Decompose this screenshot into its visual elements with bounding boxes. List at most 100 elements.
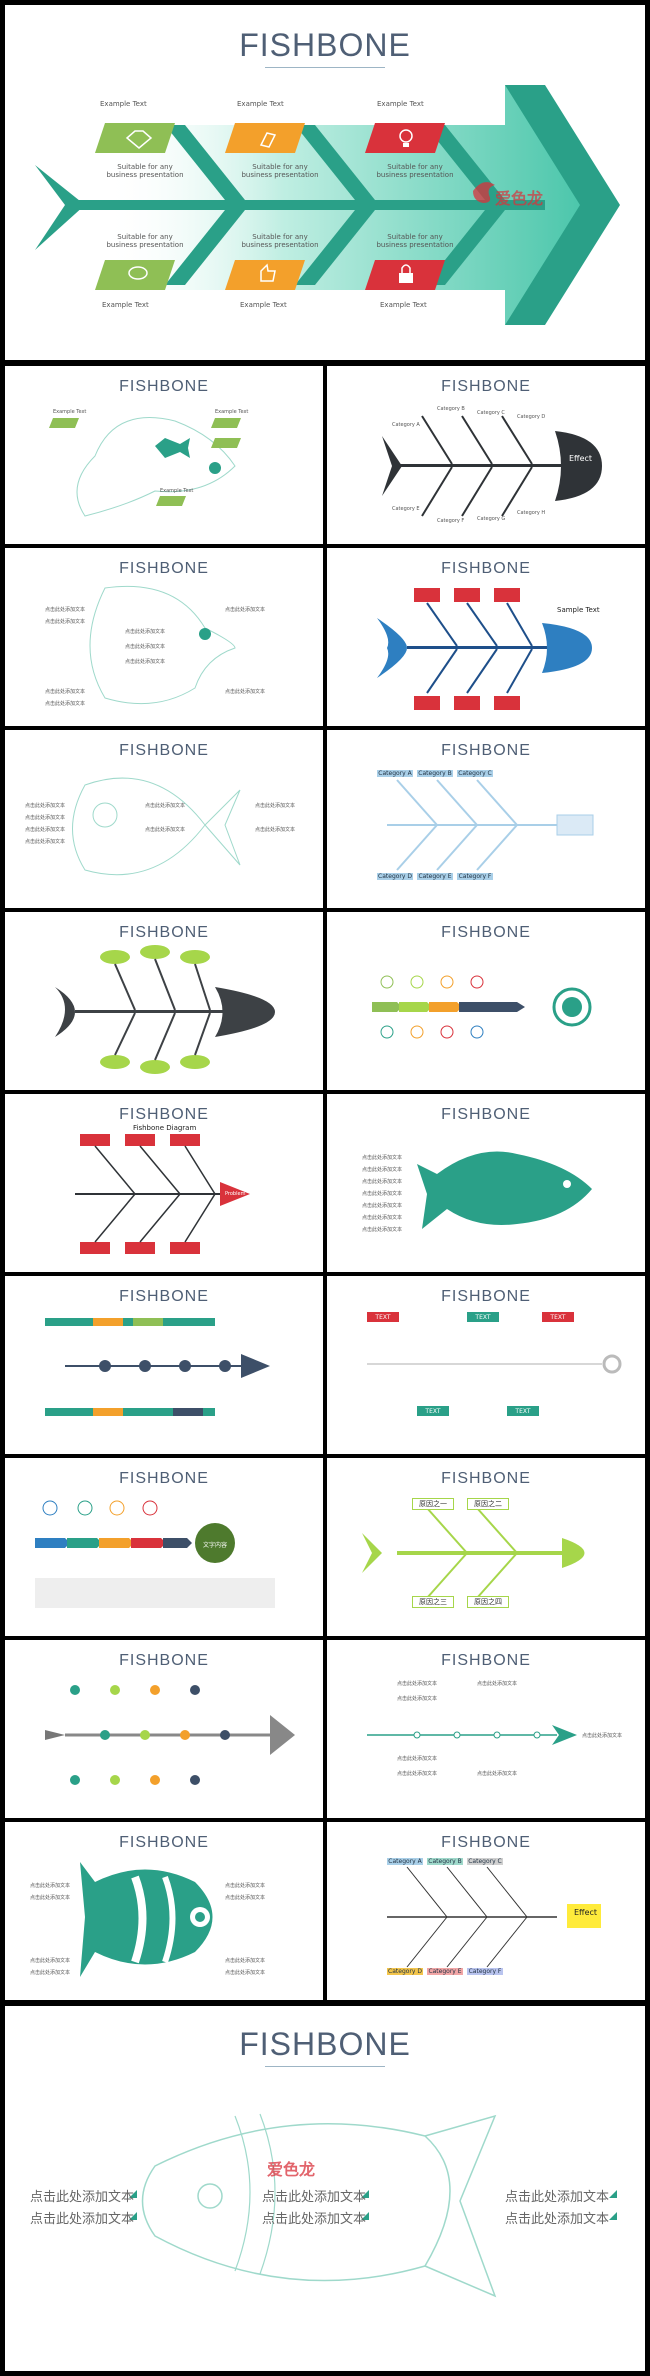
- desc-2: Suitable for any business presentation: [241, 163, 319, 179]
- title-underline: [265, 2066, 385, 2067]
- fish-outline-graphic: [49, 417, 241, 517]
- cn-text: 点击此处添加文本: [362, 1227, 403, 1233]
- fish-solid-graphic: [80, 1862, 213, 1977]
- slide-7: FISHBONE Category A Category B Category …: [327, 730, 645, 908]
- fishbone-category-graphic: [387, 1866, 601, 1968]
- slide-title: FISHBONE: [441, 378, 531, 395]
- cn-text: 点击此处添加文本: [25, 827, 66, 833]
- slide-title: FISHBONE: [441, 742, 531, 759]
- cn-text: 点击此处添加文本: [397, 1756, 438, 1762]
- arrow-line-graphic: [367, 1725, 577, 1745]
- category-box: Category B: [427, 1858, 463, 1865]
- cn-text: 点击此处添加文本: [397, 1681, 438, 1687]
- category-box: Category A: [387, 1858, 423, 1865]
- bottom-label-1: Example Text: [102, 301, 149, 309]
- cn-text: 点击此处添加文本: [362, 1167, 403, 1173]
- cn-text: 点击此处添加文本: [45, 607, 86, 613]
- problem-label: Problem: [225, 1191, 246, 1197]
- cn-text: 点击此处添加文本: [45, 701, 86, 707]
- cn-text: 点击此处添加文本: [25, 803, 66, 809]
- category-box: Category E: [427, 1968, 463, 1975]
- category-box: Category C: [467, 1858, 503, 1865]
- watermark-logo: 爱色龙: [495, 189, 544, 208]
- bottom-label-2: Example Text: [240, 301, 287, 309]
- slide-title: FISHBONE: [441, 924, 531, 941]
- top-label-1: Example Text: [100, 100, 147, 108]
- category-box: Category A: [377, 770, 413, 777]
- slide-16: FISHBONE: [5, 1640, 323, 1818]
- cn-text-mid-2: 点击此处添加文本: [262, 2212, 367, 2227]
- cn-text: 点击此处添加文本: [362, 1155, 403, 1161]
- cn-text: 点击此处添加文本: [45, 689, 86, 695]
- cn-text: 点击此处添加文本: [362, 1191, 403, 1197]
- cn-text: 点击此处添加文本: [25, 815, 66, 821]
- cn-text: 点击此处添加文本: [30, 1958, 71, 1964]
- slide-9: FISHBONE: [327, 912, 645, 1090]
- arrow-steps-graphic: [35, 1500, 275, 1608]
- desc-6: Suitable for any business presentation: [376, 233, 454, 249]
- cn-text: 点击此处添加文本: [125, 659, 166, 665]
- category-label: Category F: [437, 518, 465, 524]
- fishbone-dots-graphic: [45, 1685, 295, 1785]
- desc-3: Suitable for any business presentation: [376, 163, 454, 179]
- cn-text: 点击此处添加文本: [225, 1970, 266, 1976]
- slide-11: FISHBONE 点击此处添加文本 点击此处添加文本 点击此处添加文本 点击此处…: [327, 1094, 645, 1272]
- example-text: Example Text: [160, 488, 194, 494]
- category-box: Category D: [387, 1968, 423, 1975]
- cn-text: 点击此处添加文本: [255, 803, 296, 809]
- fish-outline-graphic: [89, 585, 236, 705]
- cn-text-left-2: 点击此处添加文本: [30, 2212, 135, 2227]
- slide-4: FISHBONE 点击此处添加文本 点击此处添加文本 点击此处添加文本 点击此处…: [5, 548, 323, 726]
- reason-box: 原因之二: [467, 1498, 509, 1510]
- cn-text: 点击此处添加文本: [582, 1733, 623, 1739]
- cn-text-right-2: 点击此处添加文本: [505, 2212, 610, 2227]
- cn-text: 点击此处添加文本: [30, 1883, 71, 1889]
- slide-title: FISHBONE: [119, 1288, 209, 1305]
- diagram-title: Fishbone Diagram: [133, 1124, 197, 1132]
- slide-title: FISHBONE: [441, 560, 531, 577]
- effect-label: Effect: [574, 1908, 598, 1917]
- fishbone-lime-graphic: [55, 945, 275, 1074]
- slide-title: FISHBONE: [441, 1106, 531, 1123]
- text-tag: TEXT: [550, 1314, 566, 1321]
- fishbone-green-3d-graphic: [362, 1507, 585, 1599]
- slide-1: FISHBONE Exam: [5, 5, 645, 360]
- arrow-timeline-graphic: [372, 975, 592, 1039]
- slide-title: FISHBONE: [119, 1834, 209, 1851]
- reason-box: 原因之一: [412, 1498, 454, 1510]
- fishbone-lightblue-graphic: [387, 779, 594, 871]
- cn-text: 点击此处添加文本: [362, 1203, 403, 1209]
- slide-title: FISHBONE: [119, 1652, 209, 1669]
- fishbone-blue-graphic: [377, 588, 592, 710]
- fishbone-dark-graphic: [382, 415, 602, 517]
- category-box: Category B: [417, 770, 453, 777]
- slide-5: FISHBONE Sample Text: [327, 548, 645, 726]
- fish-solid-graphic: [417, 1151, 592, 1229]
- sample-text: Sample Text: [557, 606, 600, 614]
- text-tag: TEXT: [425, 1408, 441, 1415]
- effect-label: Effect: [569, 454, 593, 463]
- slide-title: FISHBONE: [441, 1652, 531, 1669]
- text-tag: TEXT: [515, 1408, 531, 1415]
- cn-text: 点击此处添加文本: [225, 1895, 266, 1901]
- cn-text: 点击此处添加文本: [477, 1771, 518, 1777]
- cn-text: 点击此处添加文本: [125, 629, 166, 635]
- slide-22: FISHBONE 点击此处添加文本 点击此处添加文本 点击此处添加文本 点击此处…: [5, 2006, 645, 2371]
- fishbone-red-graphic: [75, 1134, 250, 1254]
- category-label: Category E: [392, 506, 420, 512]
- slide-14: FISHBONE 文字内容: [5, 1458, 323, 1636]
- text-tag: TEXT: [375, 1314, 391, 1321]
- category-label: Category G: [477, 516, 506, 522]
- slide-10: FISHBONE Fishbone Diagram Problem: [5, 1094, 323, 1272]
- slide-12: FISHBONE: [5, 1276, 323, 1454]
- top-label-3: Example Text: [377, 100, 424, 108]
- fish-outline-graphic: [72, 777, 241, 876]
- reason-box: 原因之四: [467, 1596, 509, 1608]
- slide-title: FISHBONE: [239, 27, 411, 63]
- slide-title: FISHBONE: [239, 2026, 411, 2062]
- category-box: Category D: [377, 873, 413, 880]
- cn-text: 点击此处添加文本: [45, 619, 86, 625]
- slide-17: FISHBONE 点击此处添加文本 点击此处添加文本 点击此处添加文本 点击此处…: [327, 1640, 645, 1818]
- example-text: Example Text: [215, 409, 249, 415]
- reason-box: 原因之三: [412, 1596, 454, 1608]
